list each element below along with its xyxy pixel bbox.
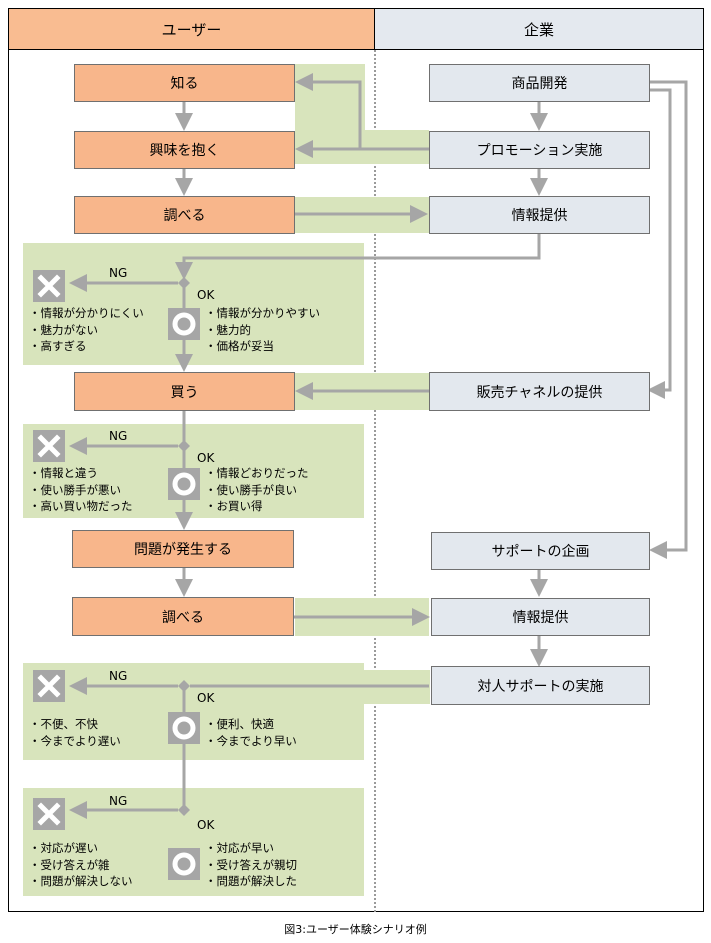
list-item: ・情報が分かりにくい	[29, 306, 144, 320]
ng-reasons-2: ・情報と違う ・使い勝手が悪い ・高い買い物だった	[29, 465, 133, 515]
list-item: ・不便、不快	[29, 717, 98, 731]
step-product-development: 商品開発	[429, 64, 650, 102]
list-item: ・便利、快適	[205, 717, 274, 731]
list-item: ・使い勝手が良い	[205, 482, 297, 497]
step-research-2: 調べる	[72, 597, 294, 636]
step-promotion: プロモーション実施	[429, 131, 650, 169]
list-item: ・受け答えが雑	[29, 857, 110, 872]
ok-label-2: OK	[197, 451, 215, 465]
step-support-planning: サポートの企画	[431, 532, 650, 570]
ok-circle-icon-2	[168, 468, 200, 500]
branch-diamond-3	[178, 680, 190, 692]
ok-label-1: OK	[197, 288, 215, 302]
ok-circle-icon-1	[168, 308, 200, 340]
ng-label-2: NG	[109, 429, 128, 443]
step-know: 知る	[74, 64, 295, 102]
list-item: ・魅力がない	[29, 322, 98, 337]
step-problem: 問題が発生する	[72, 530, 294, 568]
ok-reasons-1: ・情報が分かりやすい ・魅力的 ・価格が妥当	[205, 305, 320, 355]
ng-label-3: NG	[109, 669, 128, 683]
branch-diamond-1	[178, 277, 190, 289]
ok-reasons-4: ・対応が早い ・受け答えが親切 ・問題が解決した	[205, 840, 297, 890]
arrow-info-to-decision1	[175, 233, 541, 280]
column-divider	[374, 50, 376, 912]
ok-reasons-3: ・便利、快適 ・今までより早い	[205, 716, 297, 749]
list-item: ・問題が解決した	[205, 874, 297, 888]
ng-cross-icon-4	[33, 798, 65, 830]
list-item: ・対応が遅い	[29, 841, 98, 855]
ok-circle-icon-3	[168, 712, 200, 744]
band-decision-1	[23, 243, 364, 365]
ng-label-4: NG	[109, 794, 128, 808]
list-item: ・高い買い物だった	[29, 499, 133, 513]
arrow-product-to-sales-channel	[647, 88, 672, 399]
list-item: ・使い勝手が悪い	[29, 482, 121, 497]
ng-label-1: NG	[109, 266, 128, 280]
ng-reasons-1: ・情報が分かりにくい ・魅力がない ・高すぎる	[29, 305, 144, 355]
step-interest: 興味を抱く	[74, 131, 295, 169]
ok-circle-icon-4	[168, 848, 200, 880]
arrow-product-to-support-plan	[649, 80, 688, 559]
figure-caption: 図3:ユーザー体験シナリオ例	[284, 923, 427, 936]
list-item: ・今までより遅い	[29, 733, 121, 748]
list-item: ・問題が解決しない	[29, 874, 133, 888]
step-sales-channel: 販売チャネルの提供	[429, 372, 650, 411]
list-item: ・情報が分かりやすい	[205, 306, 320, 320]
list-item: ・対応が早い	[205, 841, 274, 855]
step-buy: 買う	[74, 372, 295, 411]
step-info-provision-1: 情報提供	[429, 196, 650, 234]
ng-reasons-4: ・対応が遅い ・受け答えが雑 ・問題が解決しない	[29, 840, 133, 890]
list-item: ・情報どおりだった	[205, 466, 309, 480]
branch-diamond-2	[178, 440, 190, 452]
branch-diamond-4	[178, 804, 190, 816]
list-item: ・高すぎる	[29, 339, 87, 353]
list-item: ・受け答えが親切	[205, 857, 297, 872]
company-column-header: 企業	[374, 8, 704, 50]
ng-reasons-3: ・不便、不快 ・今までより遅い	[29, 716, 121, 749]
band-promotion-link	[365, 130, 429, 164]
arrow-promotion-to-know	[295, 73, 362, 149]
ng-cross-icon-2	[33, 430, 65, 462]
ng-cross-icon-3	[33, 670, 65, 702]
step-personal-support: 対人サポートの実施	[431, 666, 650, 705]
step-info-provision-2: 情報提供	[431, 598, 650, 636]
list-item: ・情報と違う	[29, 466, 98, 480]
ok-reasons-2: ・情報どおりだった ・使い勝手が良い ・お買い得	[205, 465, 309, 515]
ok-label-4: OK	[197, 818, 215, 832]
list-item: ・今までより早い	[205, 733, 297, 748]
ng-cross-icon-1	[33, 270, 65, 302]
user-column-header: ユーザー	[8, 8, 375, 50]
ok-label-3: OK	[197, 691, 215, 705]
list-item: ・魅力的	[205, 322, 251, 337]
list-item: ・お買い得	[205, 499, 263, 513]
list-item: ・価格が妥当	[205, 339, 274, 353]
step-research-1: 調べる	[74, 196, 295, 234]
